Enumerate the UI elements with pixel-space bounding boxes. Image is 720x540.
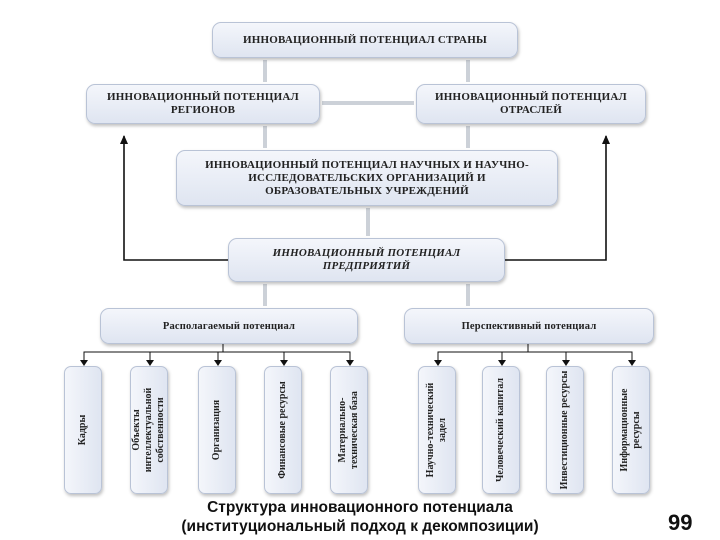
arrow-enterprise-to-industries [505,135,610,261]
resource-label: Научно-технический задел [425,382,448,478]
resource-box-material-base: Материально-техническая база [330,366,368,494]
resource-box-scientific-groundwork: Научно-технический задел [418,366,456,494]
resource-label: Человеческий капитал [495,378,506,482]
enterprise-potential-label: ИННОВАЦИОННЫЙ ПОТЕНЦИАЛ ПРЕДПРИЯТИЙ [272,247,461,272]
resource-box-organization: Организация [198,366,236,494]
caption-line-2: (институциональный подход к декомпозиции… [181,518,539,535]
resource-box-personnel: Кадры [64,366,102,494]
resource-label: Информационные ресурсы [619,388,642,472]
industries-potential-label: ИННОВАЦИОННЫЙ ПОТЕНЦИАЛ ОТРАСЛЕЙ [435,91,627,116]
caption-line-1: Структура инновационного потенциала [207,499,513,516]
regions-potential-label: ИННОВАЦИОННЫЙ ПОТЕНЦИАЛ РЕГИОНОВ [107,91,299,116]
resource-label: Объекты интеллектуальной собственности [131,387,166,473]
industries-potential-box: ИННОВАЦИОННЫЙ ПОТЕНЦИАЛ ОТРАСЛЕЙ [416,84,646,124]
resource-box-information: Информационные ресурсы [612,366,650,494]
resource-label: Организация [211,399,222,461]
page-number: 99 [668,510,693,535]
regions-potential-box: ИННОВАЦИОННЫЙ ПОТЕНЦИАЛ РЕГИОНОВ [86,84,320,124]
available-potential-box: Располагаемый потенциал [100,308,358,344]
science-potential-box: ИННОВАЦИОННЫЙ ПОТЕНЦИАЛ НАУЧНЫХ И НАУЧНО… [176,150,558,206]
prospective-potential-label: Перспективный потенциал [461,320,597,332]
arrow-enterprise-to-regions [120,135,228,261]
enterprise-potential-box: ИННОВАЦИОННЫЙ ПОТЕНЦИАЛ ПРЕДПРИЯТИЙ [228,238,505,282]
resource-box-human-capital: Человеческий капитал [482,366,520,494]
country-potential-box: ИННОВАЦИОННЫЙ ПОТЕНЦИАЛ СТРАНЫ [212,22,518,58]
resource-label: Кадры [77,414,88,446]
science-potential-label: ИННОВАЦИОННЫЙ ПОТЕНЦИАЛ НАУЧНЫХ И НАУЧНО… [205,158,529,197]
prospective-potential-box: Перспективный потенциал [404,308,654,344]
resource-label: Инвестиционные ресурсы [559,370,570,490]
resource-label: Финансовые ресурсы [277,381,288,479]
resource-label: Материально-техническая база [337,391,360,469]
country-potential-label: ИННОВАЦИОННЫЙ ПОТЕНЦИАЛ СТРАНЫ [243,33,487,46]
available-potential-label: Располагаемый потенциал [162,320,296,332]
resource-box-financial: Финансовые ресурсы [264,366,302,494]
resource-box-investment: Инвестиционные ресурсы [546,366,584,494]
resource-box-ip-objects: Объекты интеллектуальной собственности [130,366,168,494]
